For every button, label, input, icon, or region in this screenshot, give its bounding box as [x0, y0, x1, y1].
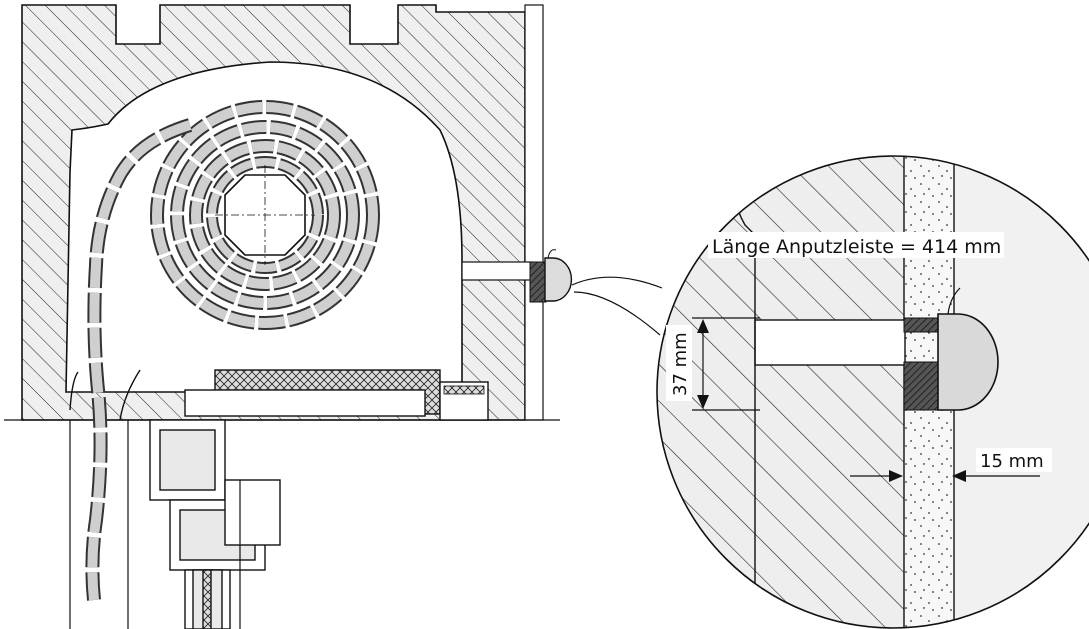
height-dimension-label: 37 mm [670, 332, 691, 396]
height-dimension: 37 mm [666, 317, 760, 411]
detail-magnifier: Länge Anputzleiste = 414 mm 37 mm 15 mm [656, 155, 1089, 629]
depth-dimension: 15 mm [850, 448, 1052, 482]
callout-leader [571, 276, 663, 336]
detail-end-strip [937, 313, 999, 411]
plaster-strip [524, 4, 544, 421]
depth-dimension-label: 15 mm [980, 451, 1044, 472]
rolled-shutter-slats [150, 100, 380, 330]
end-strip-length-label: Länge Anputzleiste = 414 mm [712, 236, 1001, 258]
window-frame-profile [149, 389, 426, 629]
detail-slot [754, 319, 906, 366]
guide-rail [69, 369, 141, 421]
end-strip-slot [461, 261, 533, 281]
detail-circle-outline [656, 155, 1089, 629]
end-strip [544, 257, 573, 302]
shutter-box-section [4, 4, 663, 629]
